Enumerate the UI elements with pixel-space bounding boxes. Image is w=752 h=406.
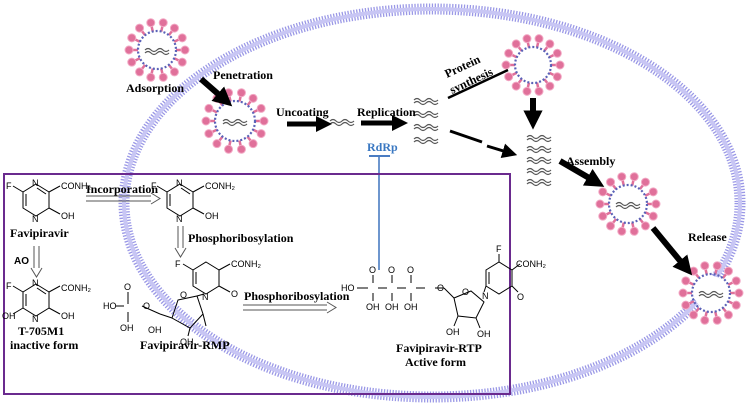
metabolism-box <box>3 173 511 395</box>
atom-oh: OH <box>404 302 418 312</box>
rna-pool <box>526 145 552 154</box>
atom-ho: HO <box>103 301 117 311</box>
atom-o: O <box>231 289 238 299</box>
atom-o: O <box>143 301 150 311</box>
atom-f: F <box>6 281 12 291</box>
label-release: Release <box>688 230 727 244</box>
atom-n: N <box>32 278 39 288</box>
atom-o: O <box>124 282 131 292</box>
arrow-rna-to-pool-2 <box>486 143 518 158</box>
virus-adsorption <box>124 18 190 82</box>
atom-oh: OH <box>120 323 134 333</box>
form-favipiravir-rtp: Active form <box>405 355 466 369</box>
label-incorporation: Incorporation <box>86 182 158 196</box>
atom-oh: OH <box>2 311 16 321</box>
virus-assembly <box>595 172 661 236</box>
rna-uncoated <box>329 118 355 127</box>
atom-n: N <box>32 214 39 224</box>
structure-favipiravir-2 <box>156 183 205 217</box>
atom-n: N <box>176 178 183 188</box>
atom-conh2: CONH₂ <box>61 181 91 191</box>
rna-pool <box>526 167 552 176</box>
atom-conh2: CONH₂ <box>231 259 261 269</box>
cell-membrane <box>118 3 746 403</box>
rna-replicated <box>413 136 439 145</box>
atom-oh: OH <box>205 211 219 221</box>
atom-oh: OH <box>61 211 75 221</box>
name-favipiravir-rmp: Favipiravir-RMP <box>140 338 230 352</box>
structure-favipiravir-rtp <box>357 254 521 329</box>
atom-oh: OH <box>180 337 194 347</box>
atom-oh: OH <box>148 325 162 335</box>
lifecycle-arrows <box>199 68 693 276</box>
atom-ho: HO <box>341 283 355 293</box>
label-uncoating: Uncoating <box>276 105 329 119</box>
structure-favipiravir-rmp <box>116 261 231 337</box>
arrow-incorporation <box>86 192 161 205</box>
arrow-phosphoribosylation-1 <box>174 226 187 258</box>
structure-t705m1 <box>12 283 61 317</box>
atom-conh2: CONH₂ <box>516 259 546 269</box>
label-assembly: Assembly <box>566 154 615 168</box>
virus-penetration <box>201 88 269 154</box>
atom-oh: OH <box>61 311 75 321</box>
rna-replicated <box>413 123 439 132</box>
arrow-phosphoribosylation-2 <box>243 301 337 314</box>
atom-o: O <box>388 265 395 275</box>
atom-f: F <box>175 259 181 269</box>
atom-conh2: CONH₂ <box>205 181 235 191</box>
label-penetration: Penetration <box>213 68 273 82</box>
atom-o: O <box>517 292 524 302</box>
virus-capsid-synthesized <box>501 34 565 96</box>
label-phosphoribosylation-1: Phosphoribosylation <box>188 231 294 245</box>
rna-pool <box>526 156 552 165</box>
rna-pool <box>526 178 552 187</box>
rna-replicated <box>413 97 439 106</box>
atom-oh: OH <box>385 302 399 312</box>
structure-favipiravir <box>12 183 61 217</box>
atom-o: O <box>462 287 469 297</box>
name-favipiravir: Favipiravir <box>10 226 69 240</box>
atom-o: O <box>407 265 414 275</box>
arrow-release <box>650 226 693 276</box>
atom-n: N <box>176 214 183 224</box>
arrow-assembly <box>558 158 605 187</box>
atom-n: N <box>32 178 39 188</box>
form-t705m1: inactive form <box>10 338 78 352</box>
atom-f: F <box>151 181 157 191</box>
rna-replicated <box>413 110 439 119</box>
atom-n: N <box>482 291 489 301</box>
arrow-adsorption-penetration <box>199 76 233 107</box>
label-phosphoribosylation-2: Phosphoribosylation <box>244 289 350 303</box>
rna-strands <box>329 97 552 187</box>
rna-pool <box>526 134 552 143</box>
atom-f: F <box>6 181 12 191</box>
atom-o: O <box>369 265 376 275</box>
atom-oh: OH <box>446 327 460 337</box>
name-t705m1: T-705M1 <box>18 324 64 338</box>
name-favipiravir-rtp: Favipiravir-RTP <box>396 341 482 355</box>
atom-n: N <box>32 314 39 324</box>
atom-oh: OH <box>366 302 380 312</box>
atom-conh2: CONH₂ <box>61 283 91 293</box>
label-adsorption: Adsorption <box>126 81 184 95</box>
arrow-protein-synthesis <box>447 68 509 100</box>
atom-f: F <box>496 244 502 254</box>
atom-oh: OH <box>477 329 491 339</box>
atom-o: O <box>180 290 187 300</box>
label-ao: AO <box>14 256 29 267</box>
virus-particles <box>124 18 744 325</box>
atom-n: N <box>202 292 209 302</box>
arrow-ao <box>30 246 43 278</box>
label-replication: Replication <box>357 105 416 119</box>
atom-o: O <box>437 283 444 293</box>
label-rdrp: RdRp <box>367 140 398 154</box>
arrow-rna-to-pool <box>449 129 483 144</box>
